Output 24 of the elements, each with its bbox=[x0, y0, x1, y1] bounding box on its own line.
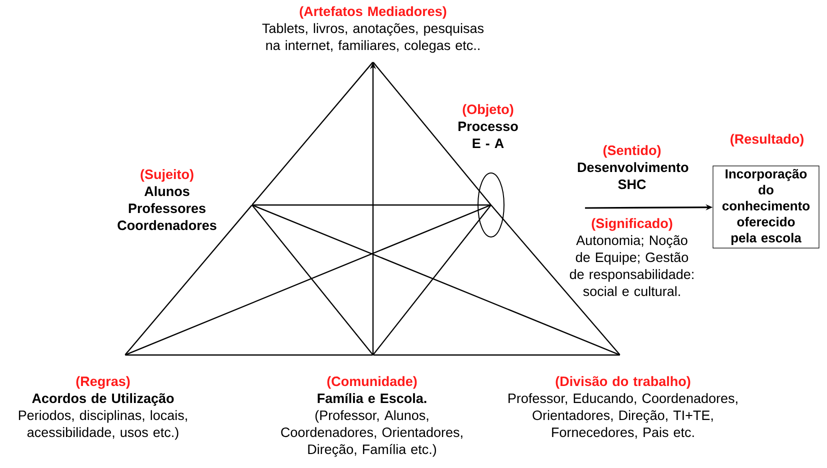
node-label: (Resultado) bbox=[730, 134, 804, 146]
vertex-label: (Sujeito) Alunos Professores Coordenadores bbox=[118, 169, 216, 230]
line bbox=[252, 62, 374, 206]
vertex-label: (Regras) Acordos de Utilização Periodos, disciplinas, locais, acessibilidade, usos etc.) bbox=[18, 376, 187, 440]
line bbox=[372, 62, 492, 206]
vertex-label: (Comunidade) Família e Escola. (Professor, Alunos, Coordenadores, Orientadores, Direção, Família etc.) bbox=[281, 376, 462, 457]
heading: (Sentido) bbox=[603, 145, 661, 158]
line bbox=[490, 204, 620, 356]
heading: (Significado) bbox=[592, 218, 672, 231]
line bbox=[373, 354, 620, 356]
node-label: (Objeto) bbox=[462, 104, 514, 117]
result-box: (Resultado) Incorporação do conhecimento oferecido pela escola bbox=[712, 134, 820, 248]
line bbox=[372, 204, 492, 356]
line bbox=[252, 204, 491, 206]
node-label: Processo E - A bbox=[458, 122, 518, 148]
line bbox=[252, 204, 374, 356]
label: Desenvolvimento SHC bbox=[578, 162, 688, 190]
line bbox=[124, 204, 492, 356]
line bbox=[124, 204, 252, 356]
line bbox=[125, 354, 373, 356]
vertex-label: (Artefatos Mediadores) Tablets, livros, anotações, pesquisas na internet, familiares, colegas etc.. bbox=[262, 6, 484, 53]
line bbox=[252, 204, 620, 356]
note: Autonomia; Noção de Equipe; Gestão de responsabilidade: social e cultural. bbox=[570, 235, 694, 296]
vertex-label: (Divisão do trabalho) Professor, Educando, Coordenadores, Orientadores, Direção, TI+TE, Fornecedores, Pais etc. bbox=[508, 376, 738, 439]
